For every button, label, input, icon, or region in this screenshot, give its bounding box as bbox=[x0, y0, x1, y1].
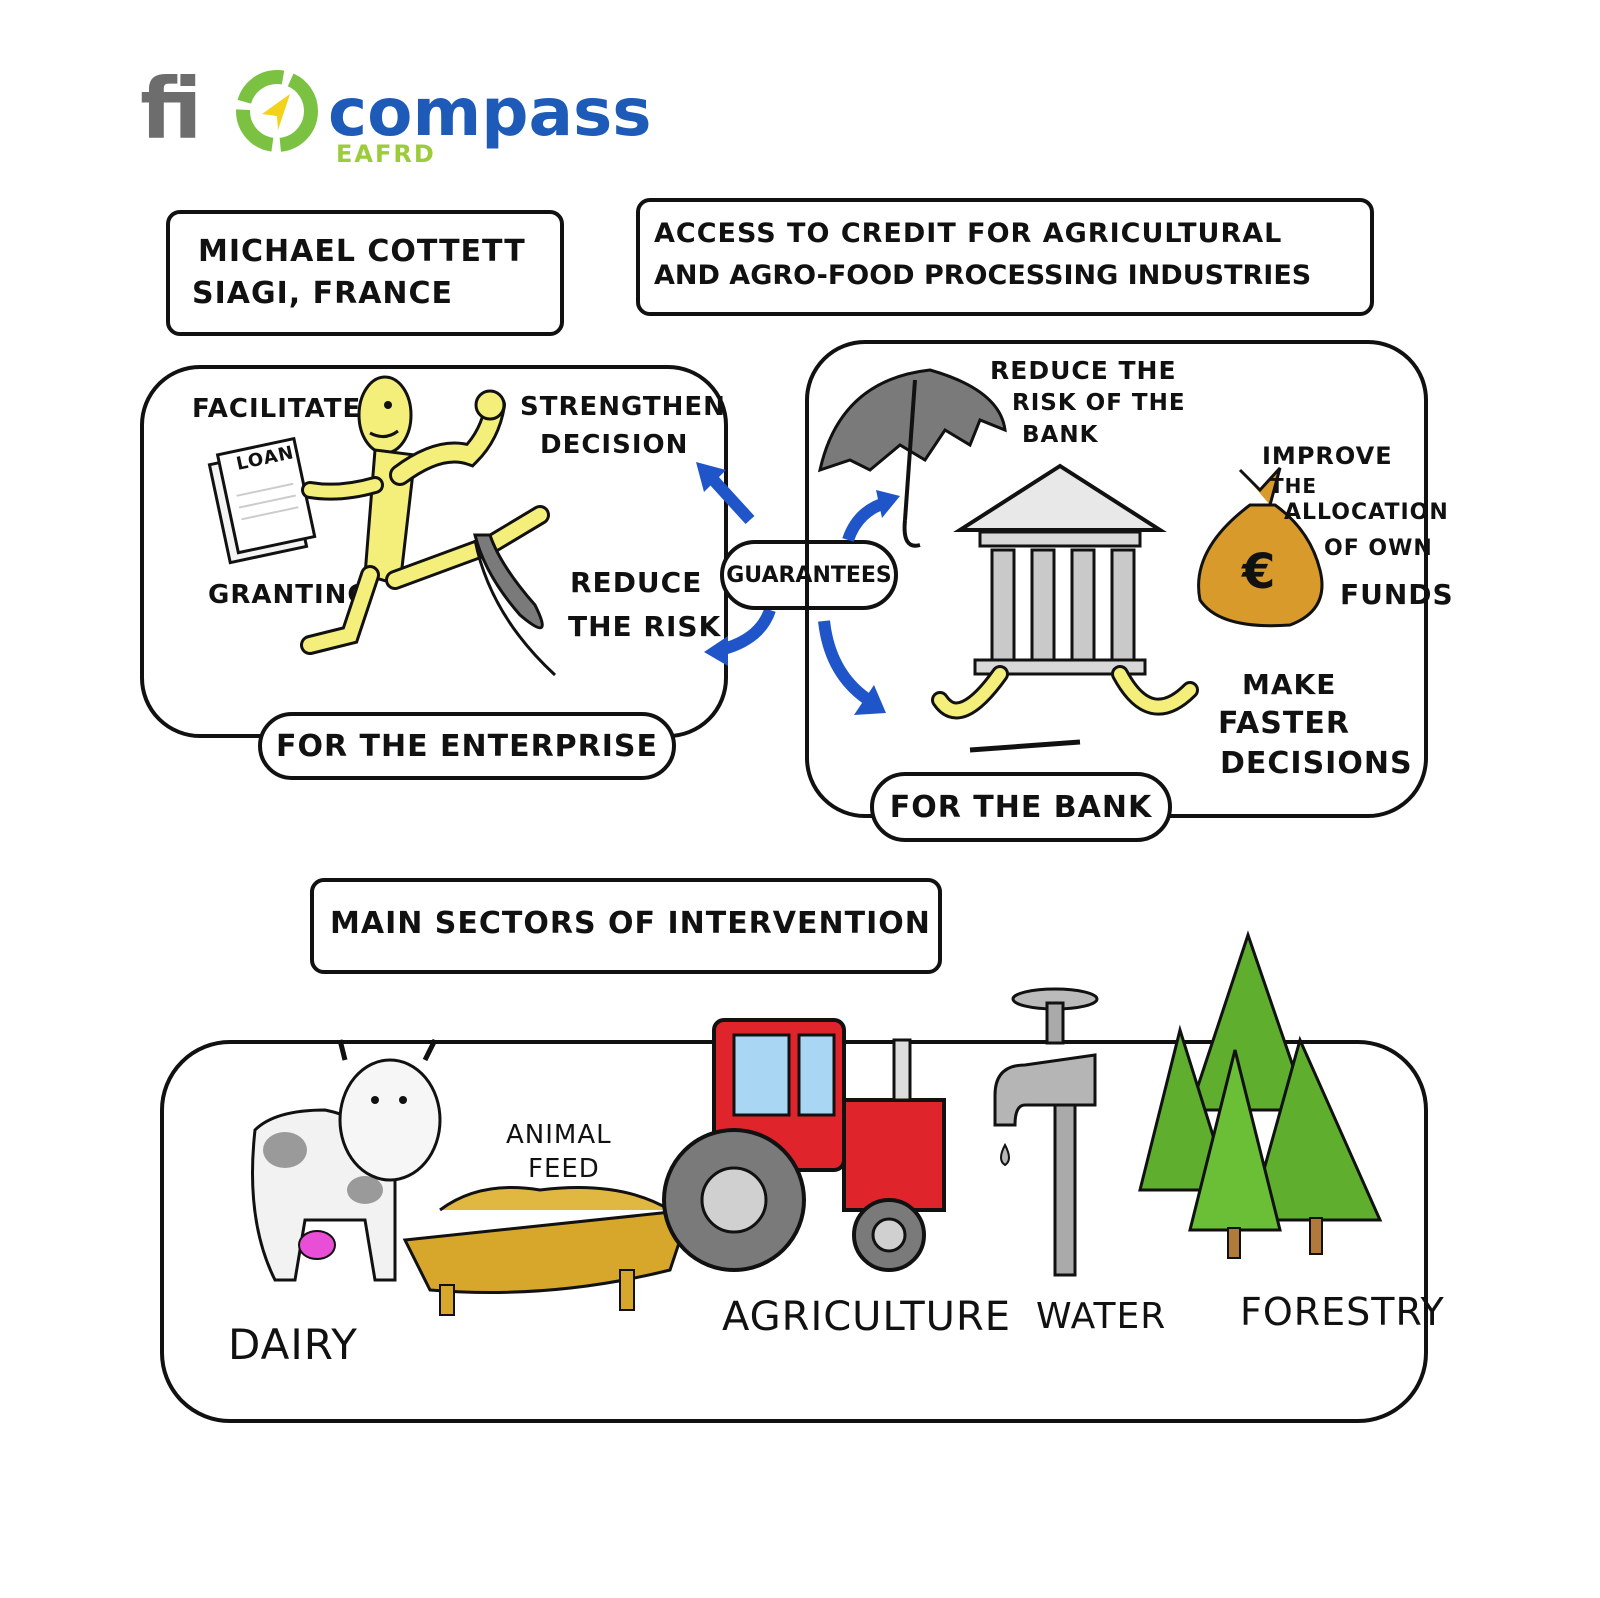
speaker-box: MICHAEL COTTETT SIAGI, FRANCE bbox=[166, 210, 564, 336]
improve-line-2: THE bbox=[1270, 474, 1318, 498]
strengthen-label: STRENGTHEN bbox=[520, 392, 726, 422]
granting-label: GRANTING bbox=[208, 580, 370, 610]
umbrella-icon bbox=[817, 368, 1007, 548]
cow-icon bbox=[251, 1038, 442, 1282]
improve-line-4: OF OWN bbox=[1324, 536, 1433, 561]
for-the-enterprise-label: FOR THE ENTERPRISE bbox=[275, 728, 659, 764]
animal-feed-line-1: ANIMAL bbox=[506, 1120, 612, 1150]
improve-line-3: ALLOCATION bbox=[1284, 500, 1449, 525]
water-tap-icon bbox=[993, 987, 1099, 1277]
faster-line-1: MAKE bbox=[1242, 668, 1337, 701]
sectors-title-box: MAIN SECTORS OF INTERVENTION bbox=[310, 878, 942, 974]
arrow-bank-faster-icon bbox=[818, 620, 886, 715]
arrow-bank-risk-icon bbox=[842, 490, 900, 543]
bank-reduce-line-1: REDUCE THE bbox=[990, 356, 1177, 385]
animal-feed-trough-icon bbox=[402, 1186, 693, 1316]
fi-compass-logo: fi compass EAFRD bbox=[140, 60, 652, 180]
bank-reduce-line-3: BANK bbox=[1022, 422, 1099, 448]
topic-line-2: AND AGRO-FOOD PROCESSING INDUSTRIES bbox=[654, 260, 1312, 291]
for-the-bank-label: FOR THE BANK bbox=[889, 789, 1153, 825]
improve-line-5: FUNDS bbox=[1340, 578, 1454, 611]
dairy-label: DAIRY bbox=[228, 1320, 358, 1369]
loan-document-icon bbox=[207, 436, 317, 565]
euro-sign: € bbox=[1241, 544, 1275, 600]
tractor-icon bbox=[662, 1018, 946, 1272]
forest-trees-icon bbox=[1138, 930, 1383, 1259]
bank-building-icon bbox=[931, 463, 1199, 753]
reduce-label: REDUCE bbox=[570, 566, 703, 599]
arrow-strengthen-icon bbox=[696, 462, 755, 525]
faster-line-2: FASTER bbox=[1218, 706, 1350, 741]
speaker-affiliation: SIAGI, FRANCE bbox=[192, 276, 454, 311]
faster-line-3: DECISIONS bbox=[1220, 746, 1413, 781]
bank-reduce-line-2: RISK OF THE bbox=[1012, 390, 1186, 416]
the-risk-label: THE RISK bbox=[568, 610, 722, 643]
arrow-reduce-risk-icon bbox=[704, 607, 776, 666]
improve-line-1: IMPROVE bbox=[1262, 442, 1393, 470]
topic-box: ACCESS TO CREDIT FOR AGRICULTURAL AND AG… bbox=[636, 198, 1374, 316]
topic-line-1: ACCESS TO CREDIT FOR AGRICULTURAL bbox=[654, 218, 1283, 249]
compass-ring-icon bbox=[236, 70, 318, 152]
sectors-title: MAIN SECTORS OF INTERVENTION bbox=[330, 906, 931, 941]
logo-eafrd: EAFRD bbox=[336, 140, 436, 168]
guarantees-label: GUARANTEES bbox=[726, 562, 892, 588]
agriculture-label: AGRICULTURE bbox=[722, 1294, 1012, 1340]
speaker-name: MICHAEL COTTETT bbox=[198, 234, 526, 269]
water-label: WATER bbox=[1036, 1296, 1167, 1337]
money-bag-icon: € bbox=[1197, 466, 1324, 628]
enterprise-label-pill: FOR THE ENTERPRISE bbox=[258, 712, 676, 780]
animal-feed-line-2: FEED bbox=[528, 1154, 600, 1184]
enterprise-character-illustration bbox=[300, 375, 557, 677]
guarantees-pill: GUARANTEES bbox=[720, 540, 898, 610]
facilitate-label: FACILITATE bbox=[192, 394, 362, 424]
bank-label-pill: FOR THE BANK bbox=[870, 772, 1172, 842]
logo-fi: fi bbox=[140, 60, 203, 158]
decision-label: DECISION bbox=[540, 430, 689, 460]
logo-compass: compass bbox=[328, 74, 652, 151]
forestry-label: FORESTRY bbox=[1240, 1290, 1445, 1334]
